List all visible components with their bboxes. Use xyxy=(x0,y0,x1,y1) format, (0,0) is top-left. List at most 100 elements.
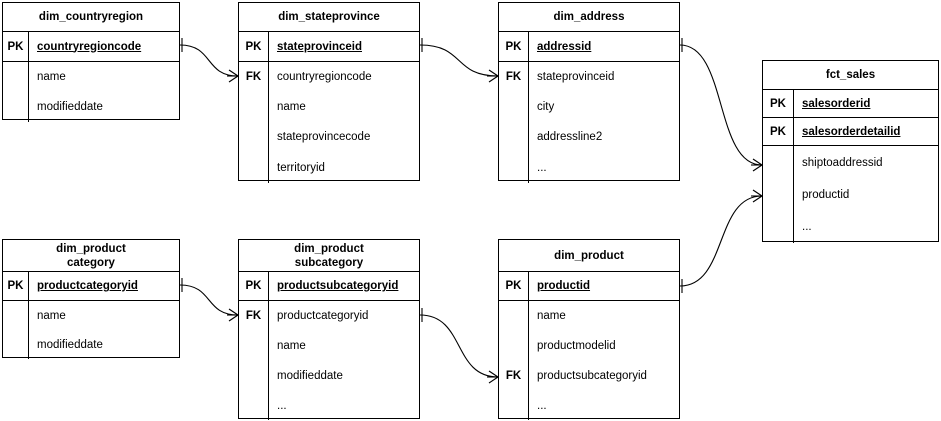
field-column: stateprovinceid city addressline2... xyxy=(529,62,679,183)
key-badge-empty xyxy=(239,361,268,391)
field-column: shiptoaddressid productid... xyxy=(794,146,938,243)
attribute-row[interactable]: addressline2 xyxy=(537,131,603,143)
key-column xyxy=(3,301,29,359)
key-badge-fk: FK xyxy=(245,310,262,322)
entity-title-dim_countryregion: dim_countryregion xyxy=(3,3,179,32)
key-badge-empty xyxy=(499,122,528,152)
key-badge-empty xyxy=(239,152,268,183)
attribute-row[interactable]: name xyxy=(37,309,66,322)
attribute-row[interactable]: stateprovinceid xyxy=(537,71,615,83)
key-badge-empty xyxy=(499,301,528,331)
key-column: FK xyxy=(239,62,269,183)
crowsfoot-prong xyxy=(488,376,499,384)
entity-title-line: dim_countryregion xyxy=(38,11,144,23)
entity-title-line: category xyxy=(67,256,115,269)
key-badge-empty xyxy=(499,331,528,361)
attribute-row[interactable]: name xyxy=(277,101,306,113)
attribute-row[interactable]: countryregioncode xyxy=(37,40,142,53)
entity-title-line: dim_product xyxy=(554,249,624,262)
key-column: PK xyxy=(3,272,29,300)
attribute-row[interactable]: salesorderdetailid xyxy=(802,125,901,138)
attribute-row[interactable]: productsubcategoryid xyxy=(277,280,399,292)
key-column: PK xyxy=(499,32,529,61)
field-column: name productmodelid productsubcategoryid..… xyxy=(529,301,679,420)
key-column: FK xyxy=(499,62,529,183)
attribute-group: shiptoaddressid productid... xyxy=(763,145,938,243)
key-column: PK xyxy=(239,32,269,61)
attribute-row[interactable]: modifieddate xyxy=(277,370,343,382)
crowsfoot-prong xyxy=(752,158,763,166)
attribute-row[interactable]: ... xyxy=(802,221,812,233)
entity-title-dim_product: dim_product xyxy=(499,240,679,272)
field-column: name modifieddate xyxy=(29,62,179,122)
attribute-row[interactable]: productmodelid xyxy=(537,340,616,352)
attribute-group: name modifieddate xyxy=(3,300,179,359)
field-column: productsubcategoryid xyxy=(269,272,419,300)
key-column: PK xyxy=(763,90,794,117)
key-column: PK xyxy=(499,272,529,300)
key-badge-fk: FK xyxy=(505,71,522,83)
attribute-row[interactable]: shiptoaddressid xyxy=(802,156,883,169)
attribute-row[interactable]: city xyxy=(537,101,555,113)
key-badge-fk: FK xyxy=(245,71,262,83)
attribute-row[interactable]: name xyxy=(537,310,566,322)
attribute-row[interactable]: productsubcategoryid xyxy=(537,370,647,382)
crowsfoot-prong xyxy=(228,308,239,316)
key-badge-empty xyxy=(499,152,528,183)
key-badge-empty xyxy=(3,330,28,359)
connector-line xyxy=(179,44,239,77)
attribute-row[interactable]: modifieddate xyxy=(37,338,103,351)
attribute-row[interactable]: countryregioncode xyxy=(277,71,372,83)
key-column: PK xyxy=(239,272,269,300)
attribute-row[interactable]: ... xyxy=(537,399,547,412)
attribute-row[interactable]: ... xyxy=(537,161,547,174)
attribute-group: PK productcategoryid xyxy=(3,272,179,300)
key-badge-pk: PK xyxy=(245,280,262,292)
entity-title-line: dim_address xyxy=(553,11,625,23)
attribute-row[interactable]: stateprovinceid xyxy=(277,40,362,53)
field-column: productcategoryid name modifieddate... xyxy=(269,301,419,420)
attribute-group: PK productsubcategoryid xyxy=(239,272,419,300)
attribute-row[interactable]: name xyxy=(277,340,306,352)
key-badge-empty xyxy=(499,391,528,420)
key-badge-empty xyxy=(239,122,268,152)
attribute-row[interactable]: modifieddate xyxy=(37,101,103,113)
attribute-row[interactable]: addressid xyxy=(537,40,592,53)
field-column: countryregioncode xyxy=(29,32,179,61)
crowsfoot-prong xyxy=(752,195,763,203)
attribute-row[interactable]: productid xyxy=(802,189,850,201)
attribute-group: PK productid xyxy=(499,272,679,300)
attribute-row[interactable]: name xyxy=(37,71,66,83)
attribute-group: PK stateprovinceid xyxy=(239,32,419,61)
attribute-row[interactable]: ... xyxy=(277,399,287,412)
key-badge-empty xyxy=(763,211,793,243)
field-column: name modifieddate xyxy=(29,301,179,359)
key-badge-empty xyxy=(3,301,28,330)
crowsfoot-prong xyxy=(488,370,499,378)
key-badge-pk: PK xyxy=(7,40,24,53)
entity-title-line: dim_stateprovince xyxy=(278,11,380,23)
attribute-row[interactable]: territoryid xyxy=(277,161,325,174)
entity-title-dim_address: dim_address xyxy=(499,3,679,32)
attribute-row[interactable]: productcategoryid xyxy=(37,280,138,292)
crowsfoot-prong xyxy=(752,189,763,197)
key-badge-pk: PK xyxy=(505,40,522,53)
attribute-row[interactable]: stateprovincecode xyxy=(277,131,371,143)
attribute-group: PK addressid xyxy=(499,32,679,61)
attribute-group: PK countryregioncode xyxy=(3,32,179,61)
key-badge-empty xyxy=(239,331,268,361)
attribute-row[interactable]: productcategoryid xyxy=(277,310,369,322)
attribute-row[interactable]: salesorderid xyxy=(802,97,871,110)
key-badge-empty xyxy=(499,92,528,122)
attribute-row[interactable]: productid xyxy=(537,280,591,292)
entity-title-line: subcategory xyxy=(294,256,364,269)
